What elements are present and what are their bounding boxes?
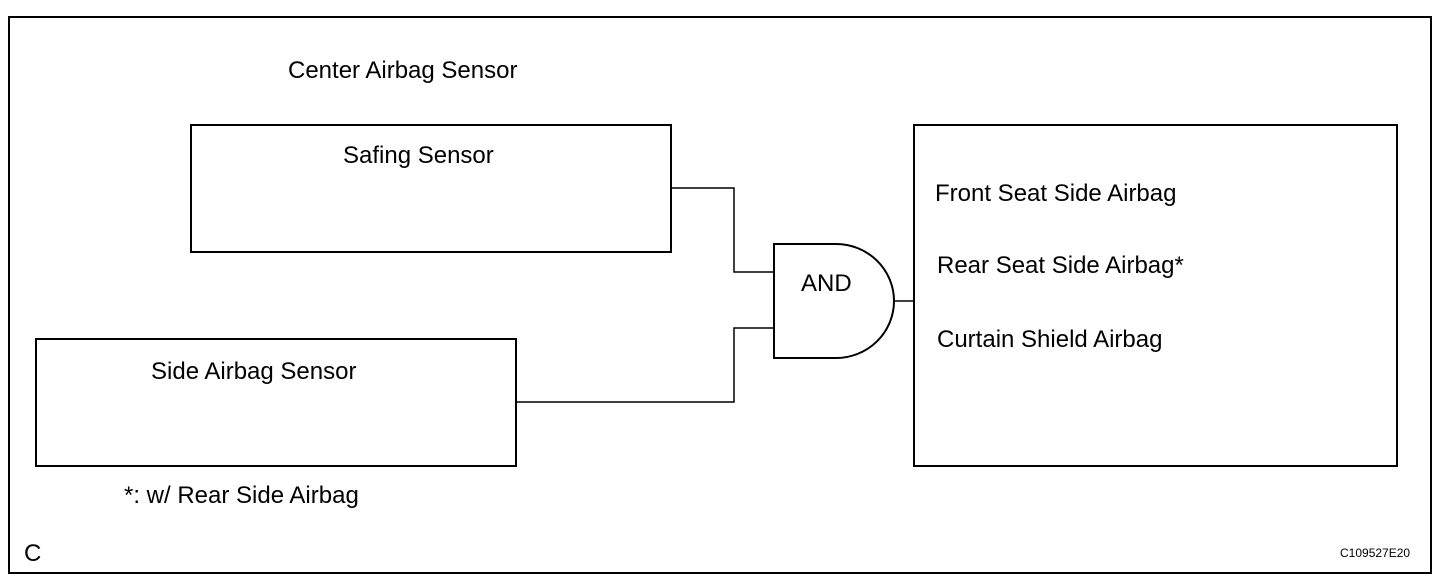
and-gate-shape — [773, 243, 895, 359]
airbag-output-box — [913, 124, 1398, 467]
side-airbag-sensor-box — [35, 338, 517, 467]
wire-safing-to-and — [671, 187, 774, 273]
wire-side-sensor-to-and — [516, 327, 774, 403]
output-rear-seat-side-airbag: Rear Seat Side Airbag* — [937, 252, 1184, 279]
output-front-seat-side-airbag: Front Seat Side Airbag — [935, 180, 1177, 207]
safing-sensor-box — [190, 124, 672, 253]
diagram-frame — [8, 16, 1432, 574]
and-gate-label: AND — [801, 270, 852, 297]
corner-letter: C — [24, 540, 42, 567]
footnote: *: w/ Rear Side Airbag — [124, 482, 359, 509]
figure-code: C109527E20 — [1340, 546, 1411, 560]
center-airbag-sensor-title: Center Airbag Sensor — [288, 57, 518, 84]
output-curtain-shield-airbag: Curtain Shield Airbag — [937, 326, 1163, 353]
safing-sensor-label: Safing Sensor — [343, 142, 494, 169]
side-airbag-sensor-label: Side Airbag Sensor — [151, 358, 357, 385]
